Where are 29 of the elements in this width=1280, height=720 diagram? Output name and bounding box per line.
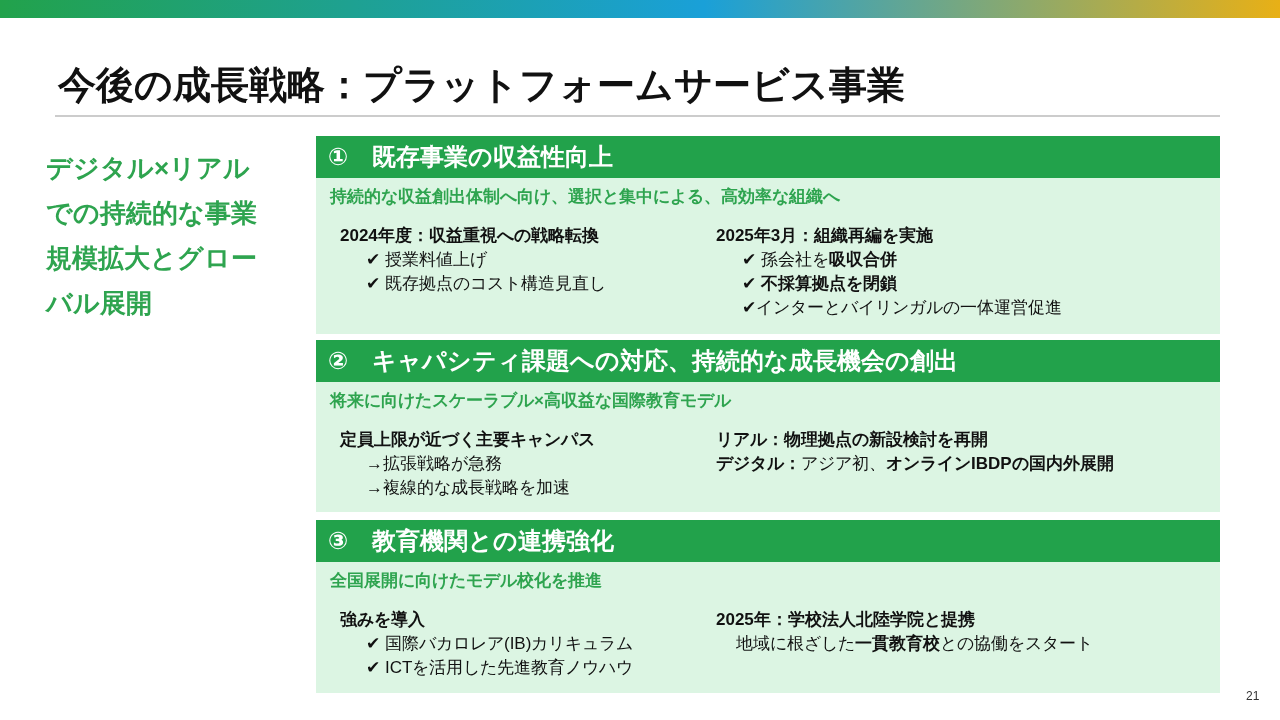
bullet-item: デジタル：アジア初、オンラインIBDPの国内外展開 <box>716 453 1114 475</box>
section-subtitle: 持続的な収益創出体制へ向け、選択と集中による、高効率な組織へ <box>330 186 840 208</box>
column-heading: 2024年度：収益重視への戦略転換 <box>340 225 599 247</box>
section-panel <box>316 340 1220 512</box>
slide-title: 今後の成長戦略：プラットフォームサービス事業 <box>58 63 905 108</box>
bullet-item: ✔ 不採算拠点を閉鎖 <box>742 273 897 295</box>
section-subtitle: 将来に向けたスケーラブル×高収益な国際教育モデル <box>330 390 731 412</box>
bullet-item: ✔ 孫会社を吸収合併 <box>742 249 897 271</box>
bullet-item: ✔ 既存拠点のコスト構造見直し <box>366 273 606 295</box>
bullet-item: ✔ ICTを活用した先進教育ノウハウ <box>366 657 634 679</box>
column-heading: 定員上限が近づく主要キャンパス <box>340 429 595 451</box>
section-panel <box>316 520 1220 693</box>
bullet-item: ✔インターとバイリンガルの一体運営促進 <box>742 297 1063 319</box>
section-heading: ② キャパシティ課題への対応、持続的な成長機会の創出 <box>316 340 1220 382</box>
column-heading: 2025年：学校法人北陸学院と提携 <box>716 609 975 631</box>
bullet-item: ✔ 授業料値上げ <box>366 249 487 271</box>
bullet-item: →複線的な成長戦略を加速 <box>366 477 570 499</box>
column-heading: 2025年3月：組織再編を実施 <box>716 225 934 247</box>
bullet-item: →拡張戦略が急務 <box>366 453 502 475</box>
column-heading: 強みを導入 <box>340 609 425 631</box>
page-number: 21 <box>1246 688 1261 704</box>
section-heading: ① 既存事業の収益性向上 <box>316 136 1220 178</box>
column-heading: リアル：物理拠点の新設検討を再開 <box>716 429 988 451</box>
side-tagline: デジタル×リアルでの持続的な事業規模拡大とグローバル展開 <box>46 152 258 320</box>
section-panel <box>316 136 1220 334</box>
bullet-item: ✔ 国際バカロレア(IB)カリキュラム <box>366 633 634 655</box>
bullet-item: 地域に根ざした一貫教育校との協働をスタート <box>736 633 1093 655</box>
section-subtitle: 全国展開に向けたモデル校化を推進 <box>330 570 602 592</box>
section-heading: ③ 教育機関との連携強化 <box>316 520 1220 562</box>
